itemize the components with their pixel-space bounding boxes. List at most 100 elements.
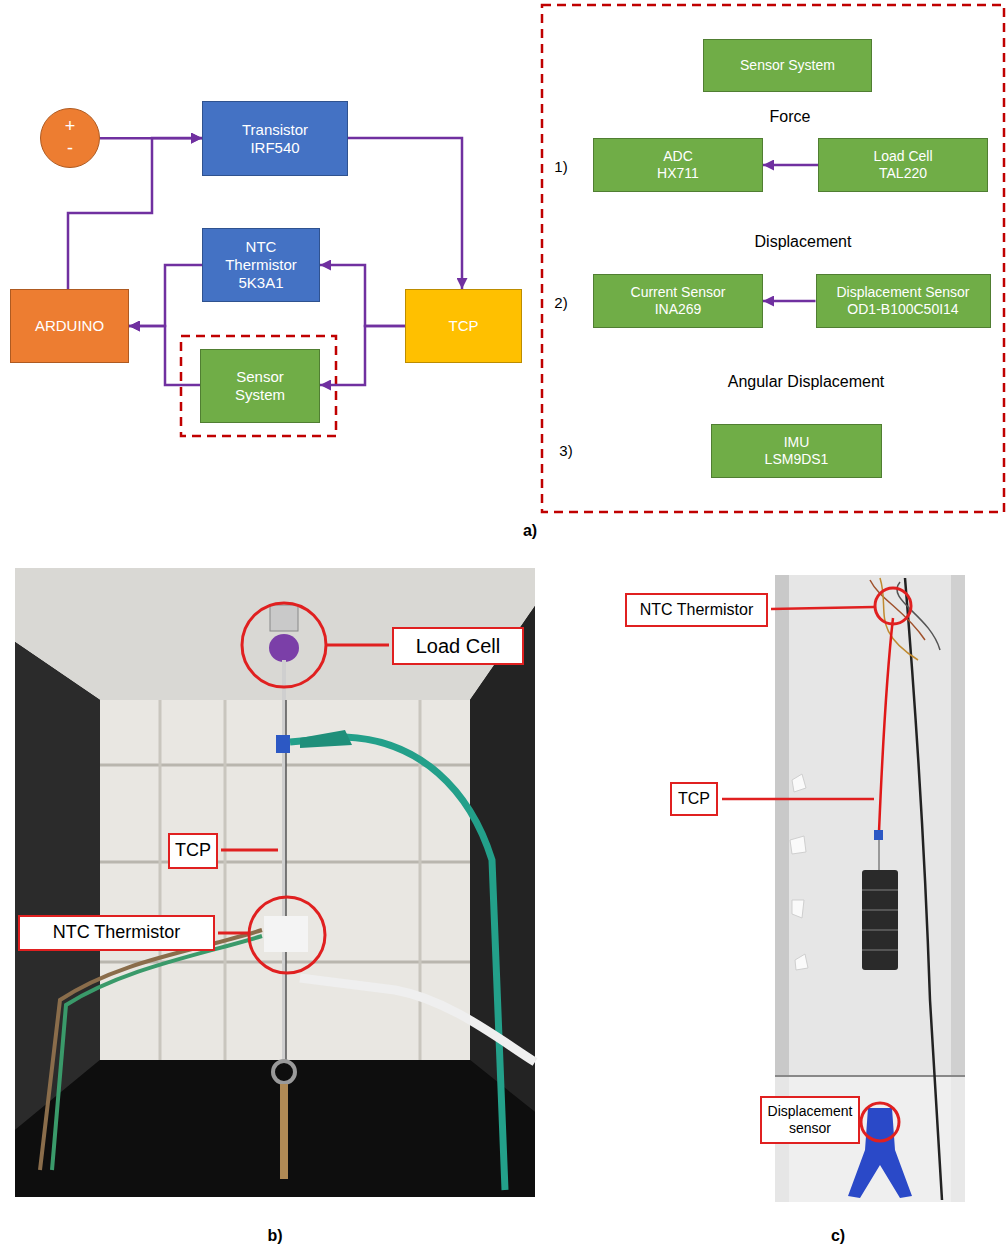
node-text: ARDUINO [35,317,104,335]
green-clip-wire [290,737,505,1190]
text-group: TCP [449,317,479,335]
shelf-divider [159,700,162,1060]
weight-ring [862,929,898,931]
node-text: NTC Thermistor [53,922,181,944]
crimp [276,735,290,753]
white-clip-wire [300,978,535,1062]
callout-box: NTC Thermistor [625,593,768,627]
component-box: NTC Thermistor 5K3A1 [202,228,320,302]
item-number: 2) [554,295,567,312]
signal-connector [763,164,818,167]
text-group: Displacement sensor [767,1103,853,1137]
thermistor-wire [52,936,262,1170]
signal-connector [320,265,405,326]
signal-connector [763,300,816,303]
callout-box: NTC Thermistor [18,915,215,951]
node-text: Load Cell TAL220 [867,148,939,182]
text-group: TCP [175,840,211,862]
dashed-panel [542,5,1004,512]
text-group: ADC HX711 [648,148,708,182]
weight-ring [862,949,898,951]
text-group: +- [65,116,76,159]
callout-box: Displacement sensor [760,1096,860,1144]
group-heading: Displacement [755,233,852,251]
crimp [874,830,883,840]
power-source: +- [40,108,100,168]
weight [862,870,898,970]
leader-line [722,798,874,801]
lead-wire [870,580,925,640]
dashed-highlight [181,336,336,436]
highlight-circle [875,588,911,624]
node-text: TCP [175,840,211,862]
signal-connector [320,326,405,385]
leader-line [221,849,278,852]
node-text: + [65,116,76,138]
group-heading: Angular Displacement [728,373,885,391]
text-group: Load Cell [416,634,501,658]
text-group: Sensor System [220,368,300,404]
panel-caption: c) [831,1227,845,1245]
group-heading: Force [770,108,811,126]
shelf-divider [419,700,422,1060]
hook [273,1061,295,1083]
sensor-box: Sensor System [703,39,872,92]
highlight-circle [861,1103,899,1141]
node-text: - [65,138,76,160]
text-group: Load Cell TAL220 [867,148,939,182]
shelf-edge [775,1075,965,1077]
thermistor-wire [40,930,262,1170]
component-box: Transistor IRF540 [202,101,348,176]
node-text: TCP [449,317,479,335]
sensor-box: Displacement Sensor OD1-B100C50I14 [816,274,991,328]
node-text: NTC Thermistor [640,600,754,619]
shelf-divider [224,700,227,1060]
item-number: 1) [554,159,567,176]
weight-ring [862,909,898,911]
panel-caption: b) [267,1227,282,1245]
node-text: TCP [678,789,710,808]
sensor-box: Sensor System [200,349,320,423]
hanger [878,840,880,870]
sensor-box: IMU LSM9DS1 [711,424,882,478]
tcp-wire [879,618,893,832]
node-text: Sensor System [740,57,835,74]
text-group: Sensor System [740,57,835,74]
sensor-box: ADC HX711 [593,138,763,192]
leader-line [218,932,249,935]
node-text: NTC Thermistor 5K3A1 [219,238,304,292]
signal-connector [129,265,202,326]
white-tape [264,916,308,952]
box-floor [15,1060,535,1197]
weight-ring [862,889,898,891]
panel-caption: a) [523,522,537,540]
sensor-cable [905,578,942,1200]
text-group: NTC Thermistor [640,600,754,619]
signal-connector [129,326,200,385]
node-text: Current Sensor INA269 [623,284,733,318]
photo-c [722,575,965,1202]
controller-box: ARDUINO [10,289,129,363]
tape-patches [790,774,808,970]
highlight-circle [242,603,326,687]
sensor-box: Load Cell TAL220 [818,138,988,192]
tcp-wire [285,700,287,1060]
callout-box: TCP [670,782,718,816]
item-number: 3) [559,443,572,460]
highlight-circle [249,897,325,973]
node-text: Displacement Sensor OD1-B100C50I14 [826,284,981,318]
box-ceiling [15,568,535,700]
photo-b [15,568,535,1197]
node-text: Transistor IRF540 [225,121,325,157]
node-text: Load Cell [416,634,501,658]
node-text: Sensor System [220,368,300,404]
green-clip [300,730,352,748]
node-text: IMU LSM9DS1 [759,434,834,468]
load-cell-body [270,605,298,631]
node-text: ADC HX711 [648,148,708,182]
screw [280,1084,288,1179]
text-group: Displacement Sensor OD1-B100C50I14 [826,284,981,318]
text-group: ARDUINO [35,317,104,335]
text-group: Transistor IRF540 [225,121,325,157]
sensor-box: Current Sensor INA269 [593,274,763,328]
